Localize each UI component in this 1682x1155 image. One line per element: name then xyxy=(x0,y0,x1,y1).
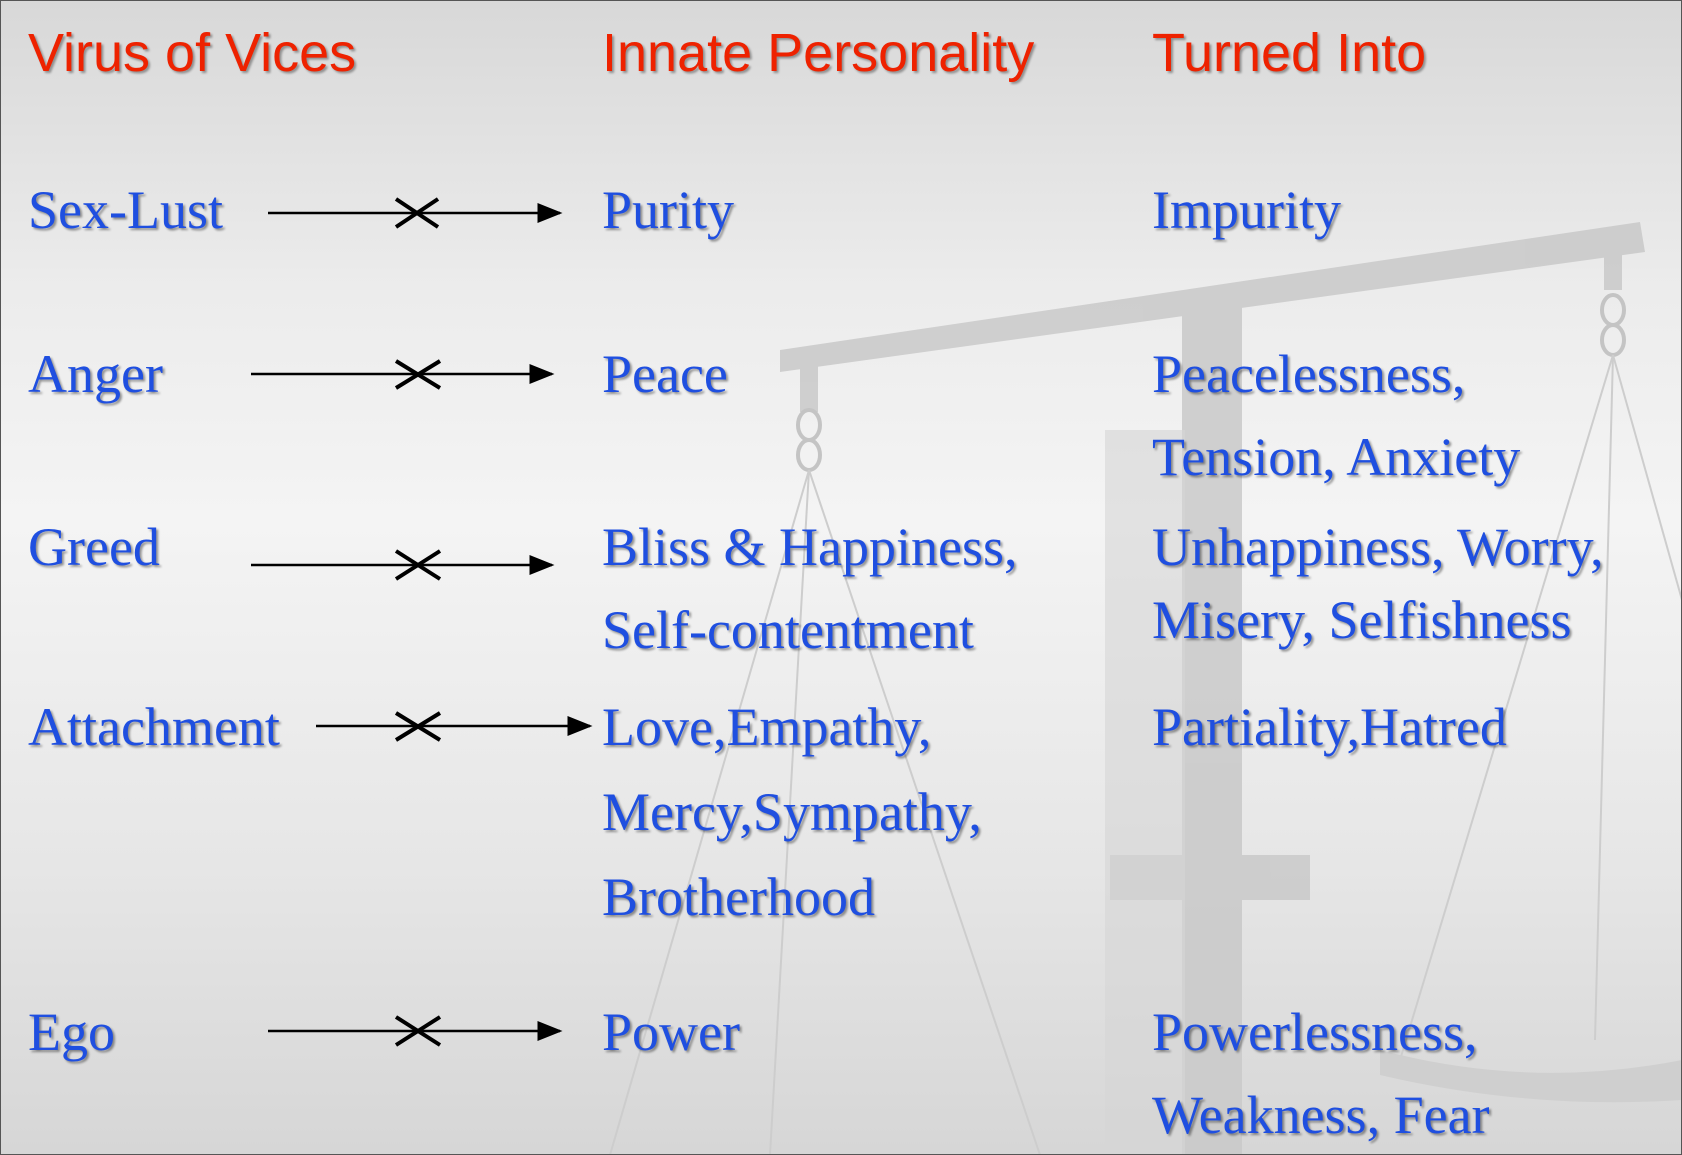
vice-attachment: Attachment xyxy=(28,697,280,757)
arrow-crossed-anger xyxy=(251,359,555,390)
arrow-crossed-ego xyxy=(268,1015,563,1047)
innate-attachment-line-1: Love,Empathy, xyxy=(602,697,932,757)
vice-anger: Anger xyxy=(28,344,163,404)
turned-impurity: Impurity xyxy=(1152,180,1341,240)
vice-sex-lust: Sex-Lust xyxy=(28,180,223,240)
header-turned-into: Turned Into xyxy=(1152,23,1427,83)
turned-anger-line-1: Peacelessness, xyxy=(1152,344,1466,404)
vice-ego: Ego xyxy=(28,1002,115,1062)
arrow-crossed-greed xyxy=(251,549,555,581)
innate-greed-line-2: Self-contentment xyxy=(602,600,974,660)
turned-ego-line-1: Powerlessness, xyxy=(1152,1002,1478,1062)
turned-ego-line-2: Weakness, Fear xyxy=(1152,1085,1490,1145)
vice-greed: Greed xyxy=(28,517,160,577)
innate-attachment-line-2: Mercy,Sympathy, xyxy=(602,782,982,842)
header-innate-personality: Innate Personality xyxy=(602,23,1035,83)
arrow-crossed-attachment xyxy=(316,711,593,742)
innate-power: Power xyxy=(602,1002,740,1062)
header-virus-of-vices: Virus of Vices xyxy=(28,23,357,83)
turned-greed-line-2: Misery, Selfishness xyxy=(1152,590,1572,650)
turned-anger-line-2: Tension, Anxiety xyxy=(1152,427,1521,487)
turned-attachment: Partiality,Hatred xyxy=(1152,697,1507,757)
turned-greed-line-1: Unhappiness, Worry, xyxy=(1152,517,1604,577)
innate-purity: Purity xyxy=(602,180,735,240)
innate-peace: Peace xyxy=(602,344,728,404)
innate-attachment-line-3: Brotherhood xyxy=(602,867,875,927)
arrow-crossed-sex-lust xyxy=(268,197,563,229)
innate-greed-line-1: Bliss & Happiness, xyxy=(602,517,1018,577)
